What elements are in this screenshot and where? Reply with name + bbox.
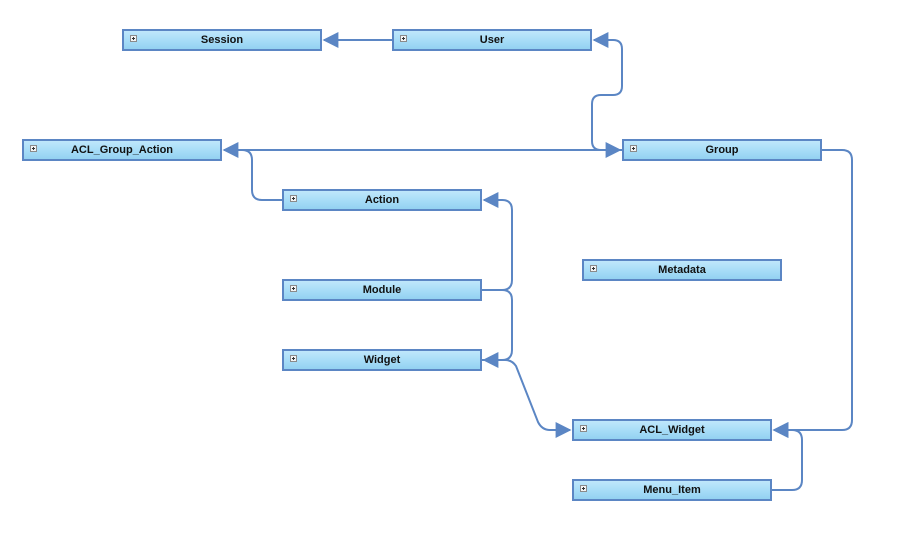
connector-module-widget [482, 289, 513, 368]
connector-module-action [482, 192, 513, 291]
entity-action[interactable]: Action [282, 189, 482, 211]
entity-session[interactable]: Session [122, 29, 322, 51]
plus-box-icon[interactable] [580, 425, 587, 432]
entity-group[interactable]: Group [622, 139, 822, 161]
entity-label: Session [200, 34, 244, 46]
connector-widget-acl-widget [482, 359, 572, 438]
entity-acl-widget[interactable]: ACL_Widget [572, 419, 772, 441]
entity-label: Group [705, 144, 739, 156]
plus-box-icon[interactable] [290, 355, 297, 362]
plus-box-icon[interactable] [630, 145, 637, 152]
plus-box-icon[interactable] [290, 195, 297, 202]
entity-label: Menu_Item [643, 484, 701, 496]
connector-acl-group-action-action [241, 149, 282, 201]
entity-label: Action [364, 194, 400, 206]
connector-group-acl-widget [772, 149, 853, 438]
entity-label: User [479, 34, 505, 46]
entity-module[interactable]: Module [282, 279, 482, 301]
entity-label: Widget [363, 354, 401, 366]
connector-menu-item-acl-widget [772, 422, 803, 491]
plus-box-icon[interactable] [30, 145, 37, 152]
entity-label: Module [362, 284, 402, 296]
plus-box-icon[interactable] [580, 485, 587, 492]
plus-box-icon[interactable] [590, 265, 597, 272]
entity-label: Metadata [658, 264, 706, 276]
entity-metadata[interactable]: Metadata [582, 259, 782, 281]
entity-acl-group-action[interactable]: ACL_Group_Action [22, 139, 222, 161]
entity-user[interactable]: User [392, 29, 592, 51]
plus-box-icon[interactable] [290, 285, 297, 292]
entity-widget[interactable]: Widget [282, 349, 482, 371]
entity-menu-item[interactable]: Menu_Item [572, 479, 772, 501]
plus-box-icon[interactable] [130, 35, 137, 42]
entity-label: ACL_Group_Action [70, 144, 174, 156]
plus-box-icon[interactable] [400, 35, 407, 42]
connector-group-user [591, 32, 623, 151]
entity-label: ACL_Widget [639, 424, 705, 436]
